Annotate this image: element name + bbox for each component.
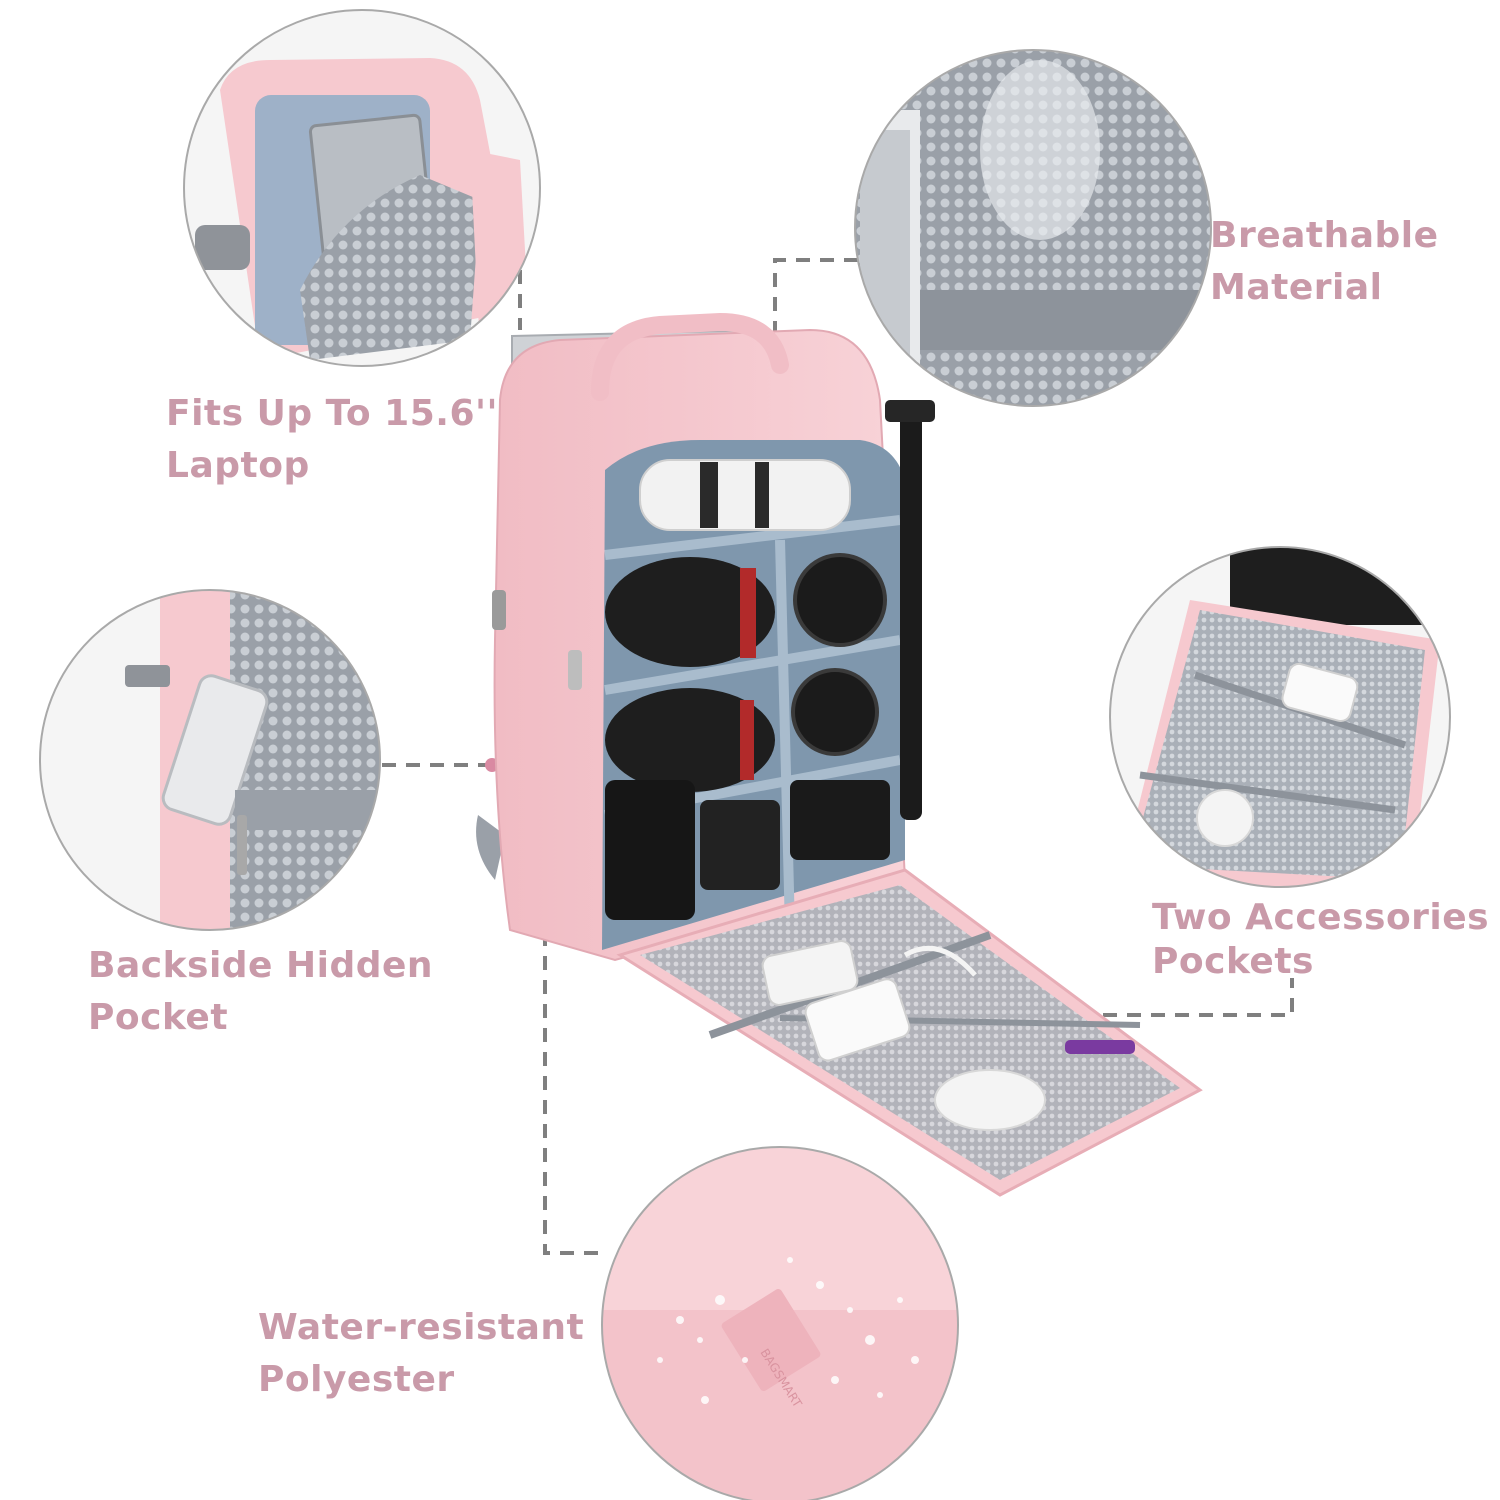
- accessories-pockets-label: Two Accessories Pockets: [1152, 896, 1489, 984]
- fabric-detail-circle: BAGSMART: [601, 1146, 959, 1500]
- laptop-detail-circle: [183, 9, 541, 367]
- laptop-feature-label: Fits Up To 15.6'' Laptop: [166, 388, 498, 492]
- accessories-label-line2: Pockets: [1152, 941, 1314, 982]
- backside-pocket-circle: [39, 589, 381, 931]
- water-label-line1: Water-resistant: [258, 1307, 585, 1348]
- breathable-feature-label: Breathable Material: [1210, 210, 1439, 314]
- mesh-detail-circle: [854, 49, 1212, 407]
- water-resistant-label: Water-resistant Polyester: [258, 1302, 584, 1406]
- laptop-label-line2: Laptop: [166, 445, 310, 486]
- camera-backpack: [476, 312, 1203, 1197]
- accessory-pockets-circle: [1109, 546, 1451, 888]
- breathable-label-line2: Material: [1210, 267, 1383, 308]
- laptop-label-line1: Fits Up To 15.6'': [166, 393, 499, 434]
- accessories-label-line1: Two Accessories: [1152, 897, 1490, 938]
- water-label-line2: Polyester: [258, 1359, 455, 1400]
- backside-label-line1: Backside Hidden: [88, 945, 434, 986]
- backside-pocket-label: Backside Hidden Pocket: [88, 940, 433, 1044]
- backside-label-line2: Pocket: [88, 997, 229, 1038]
- breathable-label-line1: Breathable: [1210, 215, 1439, 256]
